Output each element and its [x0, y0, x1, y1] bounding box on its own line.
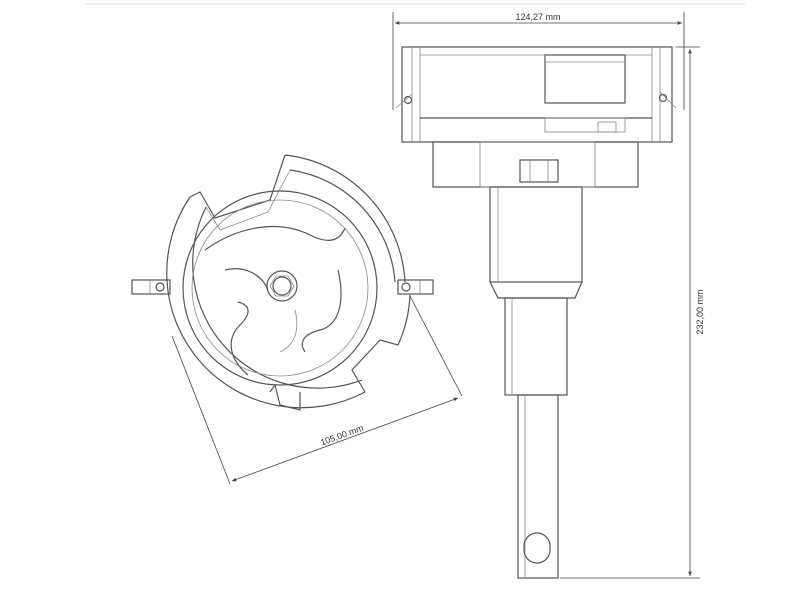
collar — [489, 186, 583, 283]
outer-shell-arc — [166, 196, 366, 409]
diameter-extension-left — [171, 335, 231, 485]
left-pin-line — [395, 93, 413, 109]
nut — [519, 159, 559, 183]
hub-inner — [272, 276, 292, 296]
lower-notch — [351, 339, 399, 393]
left-clamp — [131, 279, 171, 295]
right-pin-line — [659, 91, 677, 109]
outer-shell-arc-right — [284, 154, 406, 283]
housing-body — [401, 46, 673, 143]
top-notch — [189, 154, 286, 219]
vane-3 — [230, 301, 249, 376]
inner-shell-arc-right — [289, 169, 396, 283]
side-view — [395, 46, 677, 579]
vane-2 — [301, 269, 342, 353]
hub-nut — [269, 275, 295, 297]
flange — [432, 141, 639, 188]
housing-window — [544, 54, 626, 104]
outer-shell-arc-right-lower — [397, 294, 411, 346]
vane-5 — [279, 309, 298, 353]
shaft — [504, 297, 568, 396]
flange-inner — [479, 141, 596, 188]
collar-taper — [489, 281, 583, 299]
right-clamp — [397, 279, 434, 295]
lower-step — [269, 383, 301, 411]
inner-shell-arc — [192, 206, 363, 389]
rotor-disc-inner — [191, 199, 369, 377]
hub-outer — [266, 270, 298, 302]
diameter-label: 105,00 mm — [319, 423, 365, 448]
housing-key — [597, 121, 617, 133]
diameter-dimension-line — [231, 397, 459, 482]
height-label: 232,00 mm — [695, 289, 705, 334]
lower-shaft — [517, 394, 559, 579]
housing-slot — [544, 117, 626, 133]
left-pin — [403, 95, 413, 105]
shaft-slot — [523, 532, 551, 564]
vane-4 — [224, 268, 269, 291]
top-view — [131, 154, 434, 411]
width-label: 124,27 mm — [515, 12, 560, 22]
height-dimension: 232,00 mm — [560, 46, 705, 579]
diameter-extension-right — [409, 295, 463, 397]
vane-1 — [204, 225, 346, 251]
diameter-dimension: 105,00 mm — [171, 295, 463, 485]
width-dimension: 124,27 mm — [392, 12, 685, 110]
right-clamp-pin — [401, 282, 411, 292]
left-clamp-pin — [155, 282, 165, 292]
rotor-disc — [182, 190, 378, 386]
